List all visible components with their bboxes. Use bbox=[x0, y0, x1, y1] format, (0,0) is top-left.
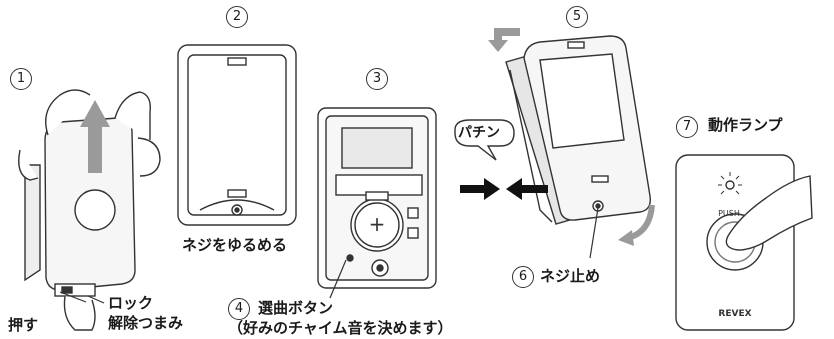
step-number-6: 6 bbox=[512, 266, 534, 288]
step-number-3: 3 bbox=[366, 68, 388, 90]
tighten-screw-label: ネジ止め bbox=[540, 267, 601, 285]
battery-plus-sign: + bbox=[369, 212, 386, 236]
step2-cover bbox=[177, 44, 297, 226]
step-number-2: 2 bbox=[226, 6, 248, 28]
step-number-4: 4 bbox=[228, 298, 250, 320]
loosen-screw-label: ネジをゆるめる bbox=[182, 236, 288, 254]
gray-arrow-left bbox=[488, 28, 520, 52]
step3-unit-open bbox=[317, 107, 437, 289]
step-number-7: 7 bbox=[676, 116, 698, 138]
brand-logo: REVEX bbox=[718, 309, 751, 319]
selector-button-label: 選曲ボタン bbox=[258, 299, 334, 317]
step5-assembly bbox=[505, 35, 651, 225]
step7-unit bbox=[675, 154, 813, 331]
step-number-5: 5 bbox=[566, 6, 588, 28]
snap-arrows bbox=[460, 178, 548, 200]
selector-note-label: （好みのチャイム音を決めます） bbox=[228, 319, 453, 337]
push-button-text: PUSH bbox=[718, 209, 740, 218]
snap-bubble bbox=[454, 119, 515, 161]
push-label: 押す bbox=[8, 316, 39, 334]
lock-release-label-line1: ロック bbox=[108, 294, 154, 312]
lock-release-label-line2: 解除つまみ bbox=[108, 314, 184, 332]
operation-lamp-label: 動作ランプ bbox=[708, 116, 783, 134]
step-number-1: 1 bbox=[10, 68, 32, 90]
up-arrow bbox=[80, 100, 110, 173]
step1-illustration bbox=[18, 89, 161, 331]
snap-label: パチン bbox=[458, 125, 500, 141]
